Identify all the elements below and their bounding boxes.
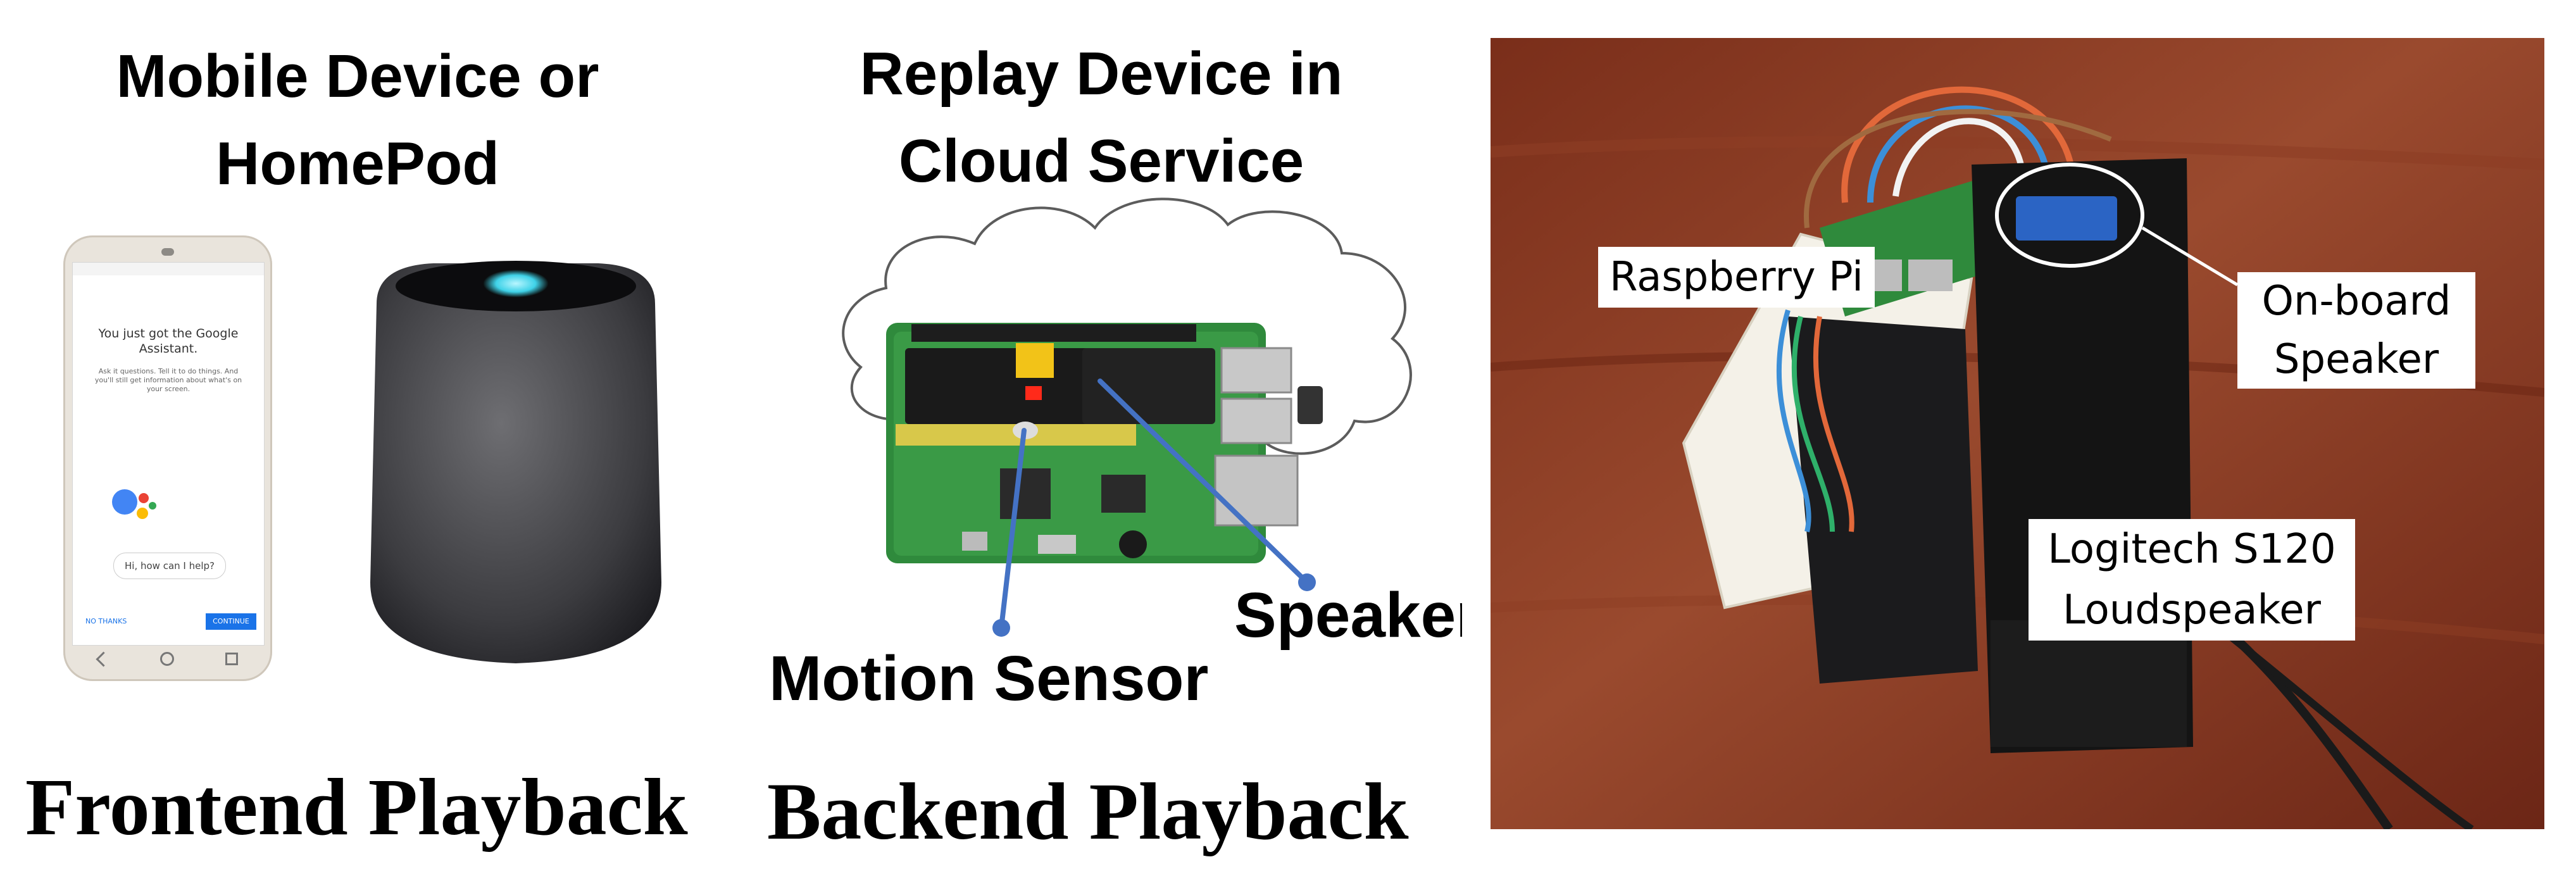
logitech-label-line2: Loudspeaker <box>2063 587 2321 634</box>
continue-button[interactable]: CONTINUE <box>206 613 256 630</box>
logitech-label-line1: Logitech S120 <box>2048 526 2336 573</box>
logitech-label: Logitech S120 Loudspeaker <box>2029 519 2355 641</box>
speaker-pointer <box>1097 379 1310 585</box>
frontend-header-line1: Mobile Device or <box>116 42 599 110</box>
frontend-header: Mobile Device or HomePod <box>25 33 690 208</box>
phone-body-text: Ask it questions. Tell it to do things. … <box>94 367 242 393</box>
phone-nav-bar <box>72 648 263 670</box>
phone-camera-dot <box>161 248 174 256</box>
onboard-speaker-label-line2: Speaker <box>2273 336 2439 383</box>
frontend-header-line2: HomePod <box>215 130 500 197</box>
raspberry-pi-board <box>886 323 1323 563</box>
phone-screen: You just got the Google Assistant. Ask i… <box>72 262 265 646</box>
assistant-logo-icon <box>111 484 161 529</box>
homepod <box>351 253 680 671</box>
phone-title: You just got the Google Assistant. <box>98 327 239 356</box>
backend-caption: Backend Playback <box>767 766 1409 856</box>
raspberry-pi-label: Raspberry Pi <box>1598 247 1875 308</box>
motion-sensor-label: Motion Sensor <box>769 643 1209 714</box>
phone-status-bar <box>73 263 264 275</box>
setup-photo: Raspberry Pi On-board Speaker Logitech S… <box>1491 38 2544 829</box>
recents-icon <box>225 653 238 665</box>
backend-diagram <box>835 177 1443 696</box>
onboard-speaker-circle <box>1995 163 2144 268</box>
backend-header: Replay Device in Cloud Service <box>782 30 1421 205</box>
phone-bubble: Hi, how can I help? <box>113 553 226 579</box>
no-thanks-button[interactable]: NO THANKS <box>85 617 127 625</box>
home-icon <box>159 652 174 666</box>
backend-header-line1: Replay Device in <box>860 40 1343 108</box>
speaker-label: Speaker <box>1234 580 1462 651</box>
frontend-caption: Frontend Playback <box>25 762 688 852</box>
mobile-phone: You just got the Google Assistant. Ask i… <box>63 235 272 681</box>
motion-sensor-pointer <box>999 428 1027 630</box>
onboard-speaker-label-line1: On-board <box>2261 278 2451 325</box>
back-icon <box>95 651 111 667</box>
onboard-speaker-label: On-board Speaker <box>2237 272 2475 389</box>
backend-header-line2: Cloud Service <box>898 127 1304 195</box>
